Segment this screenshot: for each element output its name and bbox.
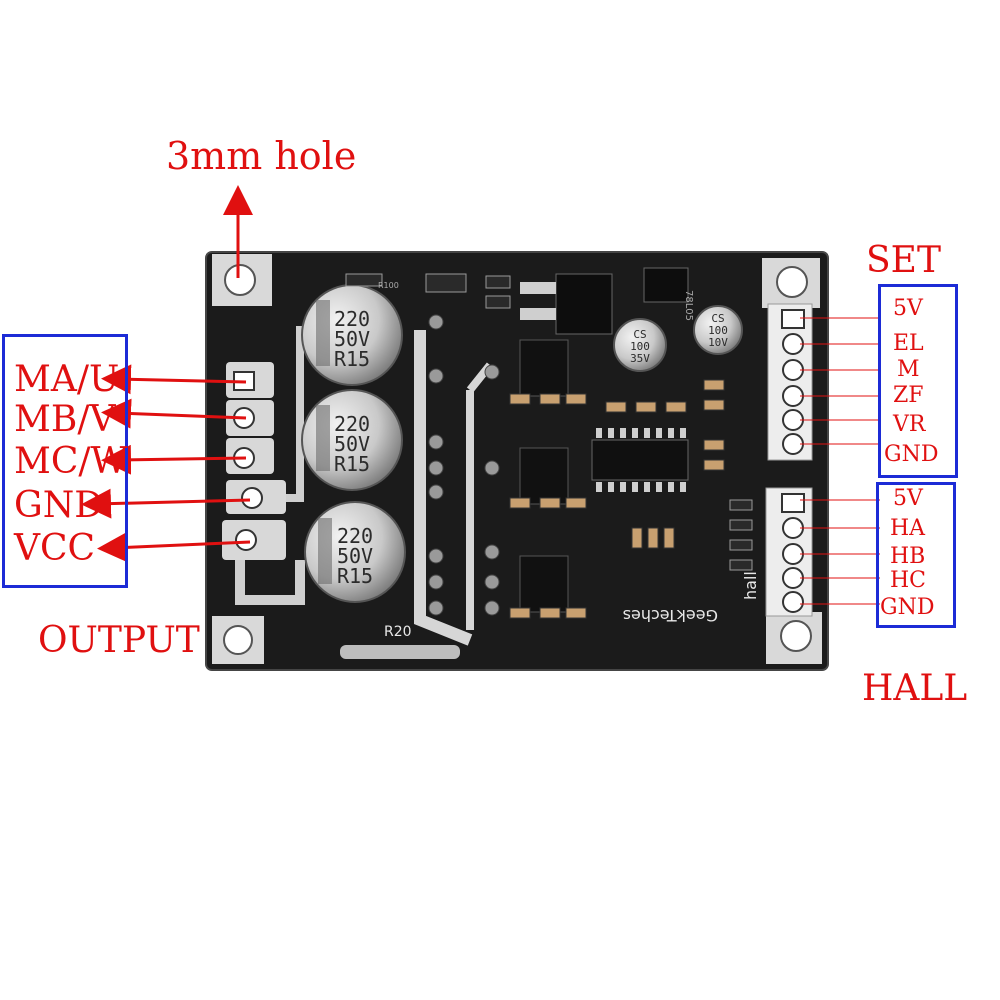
set-pin-5v: 5V xyxy=(893,296,923,321)
shunt-silk: R20 xyxy=(384,624,412,640)
arrow-mb xyxy=(101,398,247,429)
output-pin-mc: MC/W xyxy=(14,441,128,482)
hall-pin-ha: HA xyxy=(890,516,926,541)
hall-pin-gnd: GND xyxy=(880,595,935,620)
set-pin-gnd: GND xyxy=(884,442,939,467)
mount-hole-icon xyxy=(212,616,264,664)
hall-box xyxy=(876,482,956,628)
output-pin-gnd: GND xyxy=(14,485,104,526)
arrow-ma xyxy=(101,364,247,395)
controller-ic xyxy=(591,428,689,492)
set-pin-vr: VR xyxy=(893,412,926,437)
cap-text: 50V xyxy=(334,432,370,456)
hall-silk: hall xyxy=(741,571,760,600)
arrow-mc xyxy=(101,444,247,475)
cap-text: 50V xyxy=(337,544,373,568)
regulator-silk: 78L05 xyxy=(683,290,694,321)
driver-ic xyxy=(519,339,569,613)
cap-text: CS xyxy=(633,328,646,341)
mount-hole-icon xyxy=(766,612,822,664)
set-pin-m: M xyxy=(897,357,920,382)
hall-pin-hb: HB xyxy=(890,544,926,569)
cap-text: 100 xyxy=(630,340,650,353)
set-pin-zf: ZF xyxy=(893,383,924,408)
cap-text: 35V xyxy=(630,352,650,365)
output-pin-mb: MB/V xyxy=(14,399,116,440)
resistor-silk: R100 xyxy=(378,281,399,290)
cap-text: 220 xyxy=(337,524,373,548)
cap-text: 50V xyxy=(334,327,370,351)
cap-text: R15 xyxy=(337,564,373,588)
cap-text: R15 xyxy=(334,452,370,476)
set-box xyxy=(878,284,958,478)
output-pin-ma: MA/U xyxy=(14,359,120,400)
arrow-vcc xyxy=(97,532,251,563)
arrow-gnd xyxy=(81,488,251,519)
hole-label: 3mm hole xyxy=(166,134,357,178)
brand-silk: GeekTeches xyxy=(623,606,718,625)
cap-text: R15 xyxy=(334,347,370,371)
output-pin-vcc: VCC xyxy=(14,528,96,569)
cap-text: 220 xyxy=(334,307,370,331)
hall-connector xyxy=(765,487,813,617)
cap-text: 100 xyxy=(708,324,728,337)
hall-pin-5v: 5V xyxy=(893,486,923,511)
cap-text: 10V xyxy=(708,336,728,349)
set-connector xyxy=(767,303,813,461)
output-heading: OUTPUT xyxy=(38,620,200,661)
hall-heading: HALL xyxy=(862,668,968,709)
output-box xyxy=(2,334,128,588)
small-capacitor-icon xyxy=(613,318,667,372)
cap-text: CS xyxy=(711,312,724,325)
set-pin-el: EL xyxy=(893,331,924,356)
mount-hole-icon xyxy=(762,258,820,308)
small-capacitor-icon xyxy=(693,305,743,355)
set-heading: SET xyxy=(866,240,941,281)
hall-pin-hc: HC xyxy=(890,568,927,593)
cap-text: 220 xyxy=(334,412,370,436)
mount-hole-icon xyxy=(212,254,272,306)
